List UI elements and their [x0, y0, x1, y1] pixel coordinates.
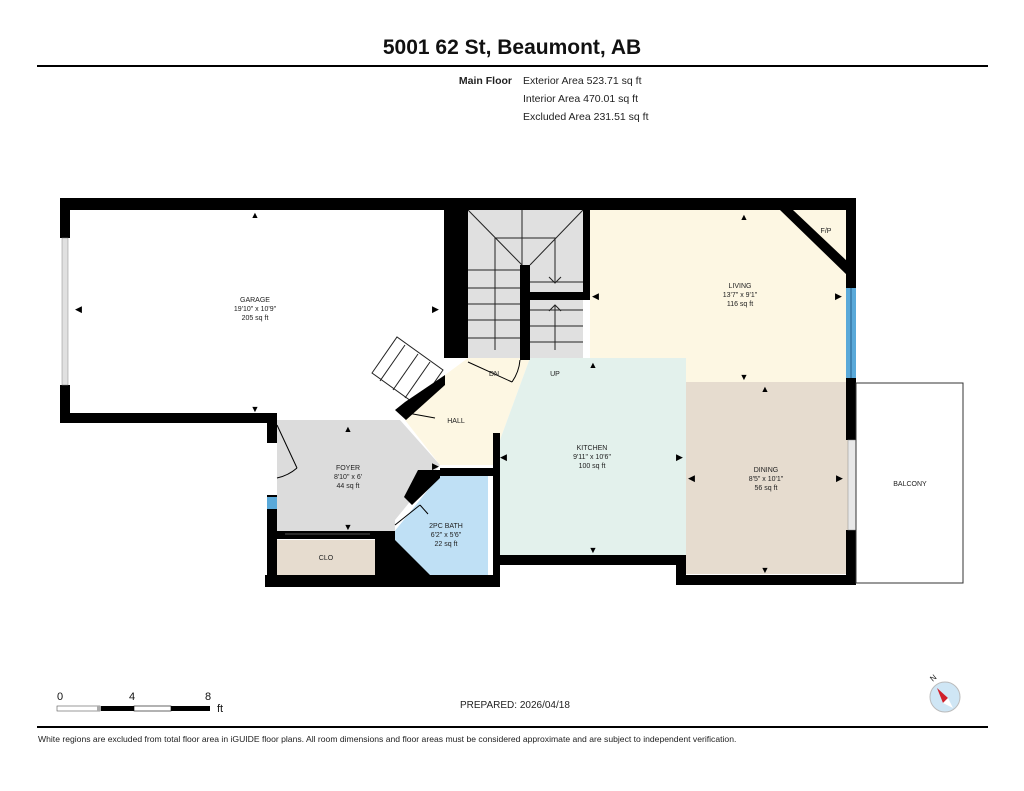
footer-divider — [37, 726, 988, 728]
kitchen-floor — [500, 358, 686, 555]
svg-text:▲: ▲ — [761, 384, 770, 394]
walls — [60, 198, 856, 587]
closet-floor — [277, 540, 375, 575]
garage-label: GARAGE — [240, 297, 270, 304]
dimension-arrows: ▲ ▼ ◀ ▶ ▲ ▼ ◀ ▶ ▲ ▼ ◀ ▶ ▲ ▼ ◀ ▶ ▲ ▼ ▶ — [75, 210, 843, 575]
living-label: LIVING — [729, 283, 752, 290]
scale-tick-4: 4 — [129, 691, 136, 703]
scale-tick-0: 0 — [57, 691, 64, 703]
floor-label: Main Floor — [458, 75, 512, 87]
svg-text:◀: ◀ — [500, 452, 507, 462]
fireplace-label: F/P — [821, 228, 832, 235]
compass-icon: N — [928, 673, 961, 713]
svg-text:▲: ▲ — [251, 210, 260, 220]
svg-text:▲: ▲ — [589, 360, 598, 370]
svg-text:◀: ◀ — [75, 304, 82, 314]
scale-bar — [56, 705, 210, 712]
dining-door — [847, 439, 857, 531]
svg-text:◀: ◀ — [688, 473, 695, 483]
living-area: 116 sq ft — [727, 301, 753, 308]
living-dims: 13'7" x 9'1" — [723, 292, 758, 299]
svg-text:▲: ▲ — [344, 424, 353, 434]
stairs-up-label: UP — [550, 371, 560, 378]
svg-text:▲: ▲ — [740, 212, 749, 222]
svg-text:▶: ▶ — [432, 304, 439, 314]
hall-label: HALL — [447, 418, 465, 425]
dining-area: 56 sq ft — [755, 485, 778, 492]
excluded-area: Excluded Area 231.51 sq ft — [523, 111, 649, 123]
dining-floor — [686, 382, 848, 574]
garage-area: 205 sq ft — [242, 315, 269, 322]
exterior-area: Exterior Area 523.71 sq ft — [523, 75, 642, 87]
bath-dims: 6'2" x 5'6" — [431, 532, 462, 539]
bath-label: 2PC BATH — [429, 523, 463, 530]
page-title: 5001 62 St, Beaumont, AB — [382, 36, 642, 59]
kitchen-dims: 9'11" x 10'6" — [573, 454, 611, 461]
svg-text:▶: ▶ — [836, 473, 843, 483]
bath-floor — [390, 475, 488, 577]
door-swings — [276, 359, 521, 535]
interior-area: Interior Area 470.01 sq ft — [523, 93, 638, 105]
living-floor — [590, 210, 848, 382]
foyer-floor — [277, 420, 440, 534]
scale-unit: ft — [217, 703, 224, 715]
foyer-label: FOYER — [336, 465, 360, 472]
svg-text:▶: ▶ — [835, 291, 842, 301]
garage-window — [61, 237, 69, 386]
balcony-label: BALCONY — [893, 481, 927, 488]
svg-text:◀: ◀ — [592, 291, 599, 301]
dining-dims: 8'5" x 10'1" — [749, 476, 784, 483]
prepared-date: PREPARED: 2026/04/18 — [460, 700, 570, 711]
svg-text:▼: ▼ — [251, 404, 260, 414]
foyer-window — [267, 497, 277, 509]
closet-label: CLO — [319, 555, 334, 562]
kitchen-label: KITCHEN — [577, 445, 608, 452]
balcony-area — [855, 382, 964, 584]
header-divider — [37, 65, 988, 67]
disclaimer-text: White regions are excluded from total fl… — [38, 734, 737, 744]
svg-text:▼: ▼ — [589, 545, 598, 555]
bath-area: 22 sq ft — [435, 541, 458, 548]
foyer-area: 44 sq ft — [337, 483, 360, 490]
svg-text:▼: ▼ — [761, 565, 770, 575]
svg-text:▼: ▼ — [344, 522, 353, 532]
kitchen-area: 100 sq ft — [579, 463, 606, 470]
foyer-dims: 8'10" x 6' — [334, 474, 362, 481]
garage-dims: 19'10" x 10'9" — [234, 306, 277, 313]
svg-text:▶: ▶ — [676, 452, 683, 462]
svg-text:▼: ▼ — [740, 372, 749, 382]
svg-text:▶: ▶ — [432, 461, 439, 471]
compass-north-label: N — [928, 673, 938, 684]
dining-label: DINING — [754, 467, 779, 474]
scale-tick-8: 8 — [205, 691, 212, 703]
stairs-down-label: DN — [489, 371, 499, 378]
